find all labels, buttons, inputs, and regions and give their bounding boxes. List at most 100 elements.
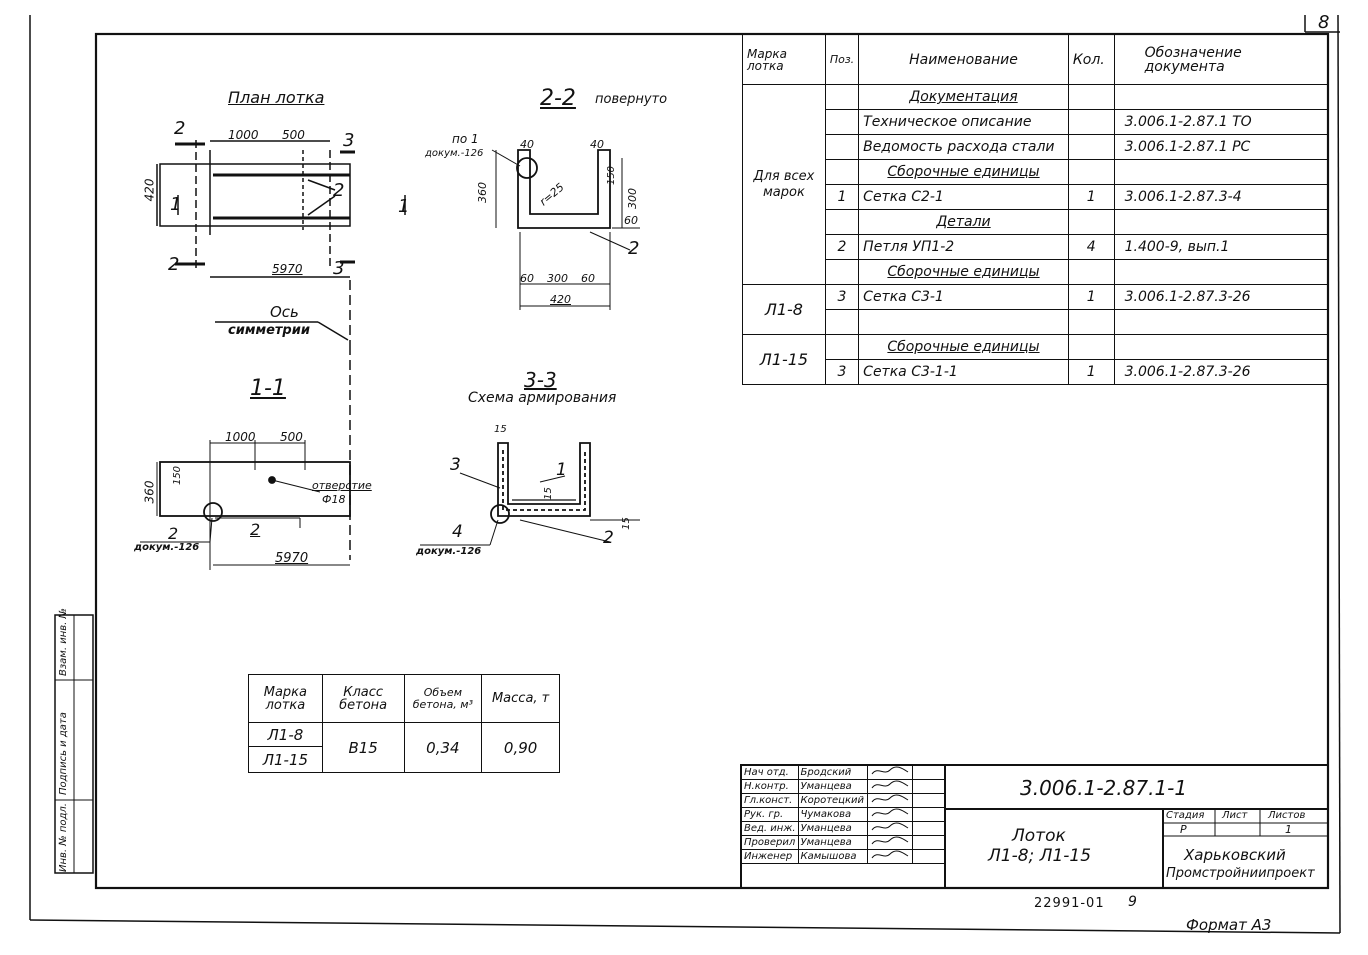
spec-mark: Л1-15 bbox=[742, 334, 826, 385]
title-item-name: Лоток bbox=[1012, 826, 1066, 846]
title-sheets-label: Листов bbox=[1268, 810, 1306, 821]
spec-pos: 1 bbox=[824, 184, 860, 210]
spec-qty bbox=[1067, 309, 1115, 335]
section-22-dim-360: 360 bbox=[476, 182, 489, 203]
marker-3-top: 3 bbox=[343, 130, 355, 151]
spec-pos bbox=[824, 209, 860, 235]
section-33-dim-15c: 15 bbox=[620, 517, 632, 530]
title-signature bbox=[867, 793, 914, 808]
spec-qty bbox=[1067, 159, 1115, 185]
plan-dim-5970: 5970 bbox=[272, 262, 303, 276]
spec-row: Детали bbox=[743, 209, 1329, 235]
side-stamp-inv: Инв. № подл. bbox=[58, 803, 69, 872]
spec-row: Для всех марок Документация bbox=[742, 84, 1329, 285]
plan-dim-420: 420 bbox=[142, 178, 157, 202]
title-date bbox=[912, 849, 945, 864]
title-date bbox=[912, 765, 945, 780]
spec-header-qty: Кол. bbox=[1067, 34, 1115, 85]
spec-doc bbox=[1113, 209, 1329, 235]
spec-pos bbox=[824, 159, 860, 185]
section-22-dim-300h: 300 bbox=[547, 272, 568, 285]
spec-qty bbox=[1067, 84, 1115, 110]
spec-name bbox=[858, 309, 1069, 335]
bottom-code-num: 9 bbox=[1128, 894, 1137, 910]
title-role: Гл.конст. bbox=[741, 793, 799, 808]
spec-doc bbox=[1113, 84, 1329, 110]
section-11-dim-5970: 5970 bbox=[275, 551, 309, 566]
section-22-dim-420: 420 bbox=[550, 293, 571, 306]
spec-name: Сетка С3-1-1 bbox=[858, 359, 1069, 385]
title-role: Инженер bbox=[741, 849, 799, 864]
title-person: Чумакова bbox=[797, 807, 869, 822]
spec-pos: 3 bbox=[824, 359, 860, 385]
specification-table: Марка лотка Поз. Наименование Кол. Обозн… bbox=[742, 34, 1329, 385]
spec-name: Сборочные единицы bbox=[858, 334, 1069, 360]
spec-mark: Для всех марок bbox=[742, 84, 826, 285]
title-doc-code: 3.006.1-2.87.1-1 bbox=[1020, 776, 1188, 800]
title-role-row: Нач отд.Бродский bbox=[741, 765, 945, 780]
sheet-number: 8 bbox=[1318, 12, 1330, 33]
title-signature bbox=[867, 765, 914, 780]
section-33-dim-15a: 15 bbox=[494, 424, 507, 435]
spec-header-row: Марка лотка Поз. Наименование Кол. Обозн… bbox=[742, 34, 1329, 85]
spec-doc: 3.006.1-2.87.3-4 bbox=[1113, 184, 1329, 210]
section-33-dim-15b: 15 bbox=[542, 487, 554, 500]
title-role-row: Вед. инж.Уманцева bbox=[741, 821, 945, 836]
spec-header-pos: Поз. bbox=[824, 34, 860, 85]
spec-doc bbox=[1113, 159, 1329, 185]
spec-qty bbox=[1067, 334, 1115, 360]
section-11-dim-360: 360 bbox=[142, 480, 157, 504]
spec-pos bbox=[824, 309, 860, 335]
title-date bbox=[912, 807, 945, 822]
mass-header-mark: Марка лотка bbox=[248, 674, 323, 723]
title-date bbox=[912, 779, 945, 794]
title-role: Нач отд. bbox=[741, 765, 799, 780]
marker-2-plan-loop: 2 bbox=[333, 180, 345, 201]
spec-header-name: Наименование bbox=[858, 34, 1069, 85]
section-22-note-1: по 1 bbox=[452, 132, 479, 146]
spec-qty: 1 bbox=[1067, 284, 1115, 310]
title-role: Н.контр. bbox=[741, 779, 799, 794]
spec-row: Л1-15 Сборочные единицы bbox=[742, 334, 1329, 385]
title-person: Коротецкий bbox=[797, 793, 869, 808]
spec-doc: 3.006.1-2.87.1 РС bbox=[1113, 134, 1329, 160]
section-2-2 bbox=[491, 149, 640, 310]
marker-2-bottom: 2 bbox=[168, 254, 180, 275]
spec-qty bbox=[1067, 259, 1115, 285]
section-22-dim-40a: 40 bbox=[520, 138, 534, 151]
spec-header-mark: Марка лотка bbox=[742, 34, 826, 85]
mass-header-class: Класс бетона bbox=[321, 674, 405, 723]
section-33-sub: Схема армирования bbox=[468, 390, 617, 406]
title-sheets: 1 bbox=[1285, 823, 1292, 836]
spec-pos bbox=[824, 109, 860, 135]
spec-doc bbox=[1113, 259, 1329, 285]
plan-title: План лотка bbox=[228, 88, 325, 107]
title-person: Бродский bbox=[797, 765, 869, 780]
spec-name: Детали bbox=[858, 209, 1069, 235]
marker-1-right: 1 bbox=[398, 196, 410, 217]
mass-volume: 0,34 bbox=[403, 722, 483, 773]
title-signature bbox=[867, 835, 914, 850]
spec-doc: 3.006.1-2.87.3-26 bbox=[1113, 359, 1329, 385]
side-stamp-sign: Подпись и дата bbox=[58, 712, 69, 795]
section-22-marker-2: 2 bbox=[628, 238, 640, 259]
section-33-note-1: 1 bbox=[556, 460, 567, 480]
spec-pos bbox=[824, 334, 860, 360]
section-33-note-4: 4 bbox=[452, 522, 463, 542]
section-22-sub: повернуто bbox=[595, 92, 668, 107]
spec-name: Документация bbox=[858, 84, 1069, 110]
spec-qty bbox=[1067, 209, 1115, 235]
title-person: Камышова bbox=[797, 849, 869, 864]
section-22-title: 2-2 bbox=[540, 86, 576, 111]
mass-mark-1: Л1-8 bbox=[248, 722, 323, 747]
title-role-row: Н.контр.Уманцева bbox=[741, 779, 945, 794]
title-sheet-label: Лист bbox=[1222, 810, 1248, 821]
spec-doc: 3.006.1-2.87.1 ТО bbox=[1113, 109, 1329, 135]
